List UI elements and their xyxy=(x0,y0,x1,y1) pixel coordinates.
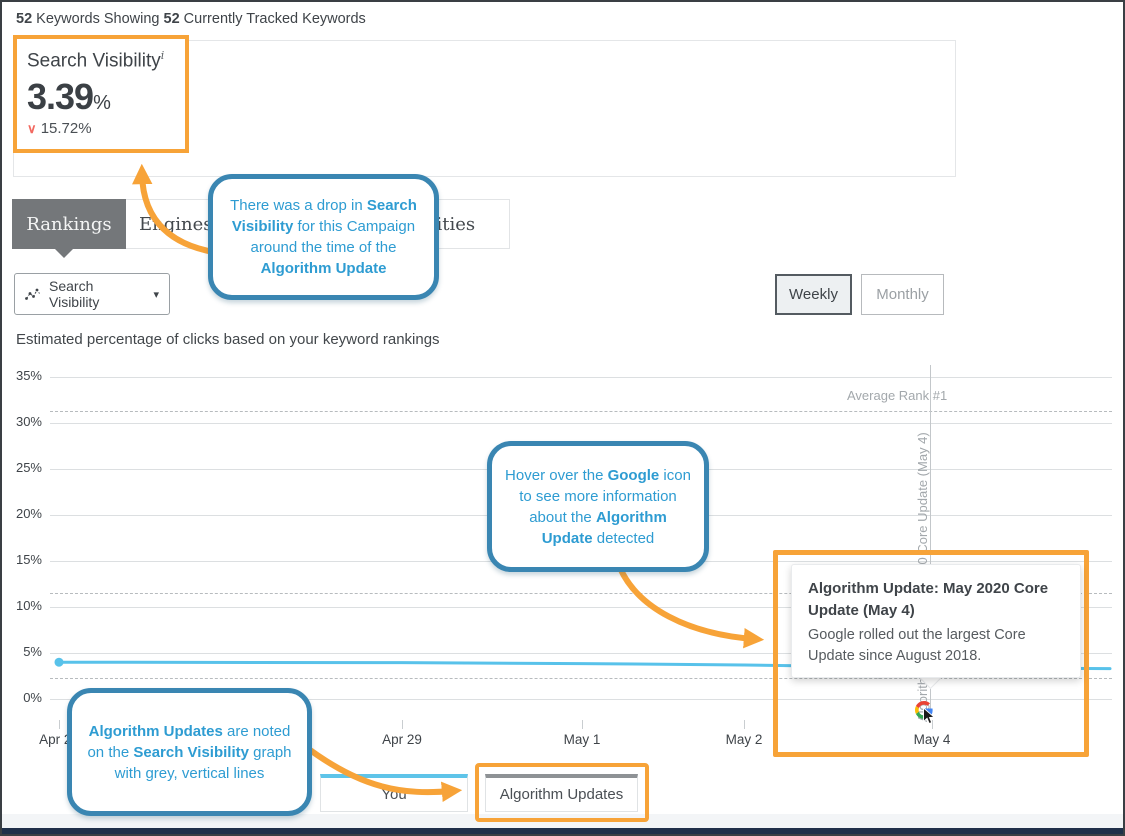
search-visibility-title: Search Visibilityi xyxy=(27,49,165,72)
x-axis-tick xyxy=(932,720,933,729)
algorithm-update-vline xyxy=(930,365,931,711)
y-axis-label: 5% xyxy=(23,644,42,659)
legend-you[interactable]: You xyxy=(320,774,468,812)
callout-hover-google-icon: Hover over the Google icon to see more i… xyxy=(487,441,709,572)
tooltip-highlight-frame xyxy=(773,550,1089,757)
average-rank-dashed-line xyxy=(50,411,1112,412)
metric-dropdown-label: Search Visibility xyxy=(49,278,100,310)
chevron-down-icon: ∨ xyxy=(27,121,37,137)
tooltip-title: Algorithm Update: May 2020 Core Update (… xyxy=(808,580,1049,619)
y-axis-label: 15% xyxy=(15,552,42,567)
gridline xyxy=(50,607,1112,608)
x-axis-label: May 4 xyxy=(913,732,951,747)
x-axis-label: May 1 xyxy=(563,732,601,747)
y-axis-label: 0% xyxy=(23,690,42,705)
x-axis-label: Apr 29 xyxy=(382,732,422,747)
legend-algorithm-updates[interactable]: Algorithm Updates xyxy=(485,774,638,812)
y-axis-label: 10% xyxy=(15,598,42,613)
callout-algorithm-updates-lines: Algorithm Updates are noted on the Searc… xyxy=(67,688,312,816)
arrow-to-google-icon xyxy=(617,565,765,649)
legend-highlight-frame xyxy=(475,763,649,822)
gridline xyxy=(50,699,1112,700)
average-rank-1-label: Average Rank #1 xyxy=(847,388,948,403)
info-icon[interactable]: i xyxy=(160,49,165,62)
average-rank-dashed-line xyxy=(50,593,1112,594)
active-tab-pointer xyxy=(55,249,73,258)
gridline xyxy=(50,653,1112,654)
metric-dropdown[interactable]: Search Visibility ▾ xyxy=(14,273,170,315)
chart-subtitle: Estimated percentage of clicks based on … xyxy=(16,331,440,348)
x-axis-tick xyxy=(59,720,60,729)
search-visibility-delta: ∨ 15.72% xyxy=(27,120,92,138)
callout-search-visibility-drop: There was a drop in Search Visibility fo… xyxy=(208,174,439,300)
line-chart-icon xyxy=(25,288,40,300)
x-axis-label: May 2 xyxy=(725,732,763,747)
search-visibility-card: Search Visibilityi 3.39% ∨ 15.72% xyxy=(13,35,189,153)
x-axis-tick xyxy=(582,720,583,729)
y-axis-label: 20% xyxy=(15,506,42,521)
chevron-down-icon: ▾ xyxy=(153,288,159,301)
y-axis-label: 35% xyxy=(15,368,42,383)
tab-engines[interactable]: Engines xyxy=(139,213,213,235)
page-footer-bar xyxy=(2,828,1123,834)
y-axis-label: 30% xyxy=(15,414,42,429)
x-axis-tick xyxy=(744,720,745,729)
tab-rankings[interactable]: Rankings xyxy=(12,199,126,249)
gridline xyxy=(50,423,1112,424)
weekly-button[interactable]: Weekly xyxy=(775,274,852,315)
tooltip-body: Google rolled out the largest Core Updat… xyxy=(808,626,1026,665)
monthly-button[interactable]: Monthly xyxy=(861,274,944,315)
gridline xyxy=(50,377,1112,378)
average-rank-dashed-line xyxy=(50,678,1112,679)
mouse-cursor-icon xyxy=(923,707,936,725)
y-axis-label: 25% xyxy=(15,460,42,475)
x-axis-tick xyxy=(402,720,403,729)
keywords-summary: 52 Keywords Showing 52 Currently Tracked… xyxy=(16,11,366,27)
algorithm-update-tooltip: Algorithm Update: May 2020 Core Update (… xyxy=(791,564,1081,678)
search-visibility-value: 3.39% xyxy=(27,76,111,118)
